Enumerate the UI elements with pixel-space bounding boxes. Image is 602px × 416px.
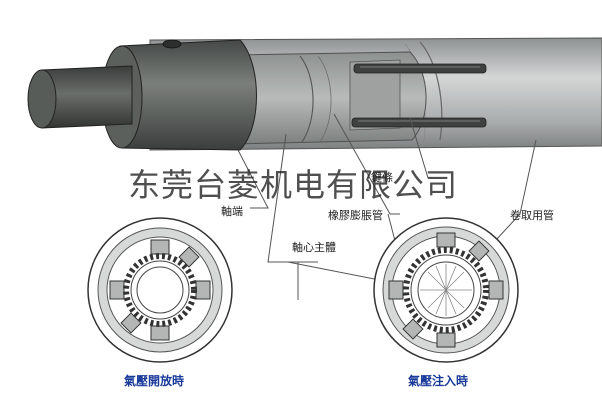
label-shaft-end: 軸端 (221, 205, 243, 218)
leader-shaft-body (267, 133, 318, 263)
leader-winding-tube (495, 139, 537, 241)
cross-section-deflated (87, 217, 233, 363)
key-strip-top (353, 63, 487, 74)
key-lugs-inflated (388, 232, 504, 348)
leader-rubber-tube (333, 113, 400, 215)
label-winding-tube: 卷取用管 (510, 209, 554, 222)
caption-deflated: 氣壓開放時 (124, 374, 185, 388)
leader-shaft-end (237, 149, 269, 209)
key-strip-bottom (351, 117, 487, 128)
label-rubber-tube: 橡膠膨脹管 (328, 209, 383, 222)
air-pressure-rays-icon (420, 264, 472, 316)
label-shaft-body: 軸心主體 (292, 241, 336, 254)
key-lugs-deflated (109, 239, 211, 341)
caption-inflated: 氣壓注入時 (408, 374, 469, 388)
cross-section-inflated (373, 217, 519, 363)
air-valve-icon (162, 39, 182, 49)
label-key: 鍵條 (371, 171, 393, 184)
shaft-end-journal (27, 65, 133, 129)
leader-key (409, 117, 429, 179)
